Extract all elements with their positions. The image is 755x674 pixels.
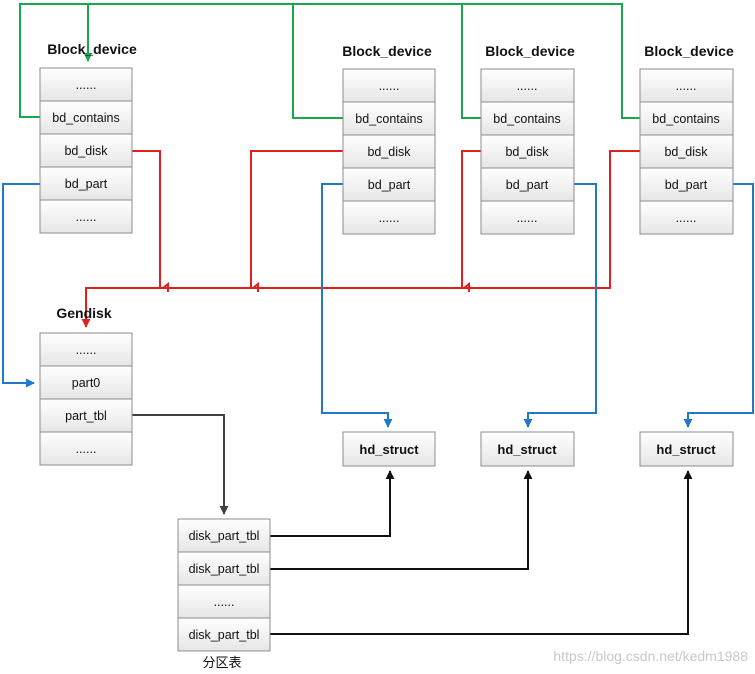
block-device-2: Block_device ...... bd_contains bd_disk … <box>342 43 436 235</box>
field-ellipsis: ...... <box>517 211 538 225</box>
bd-part-links <box>2 183 754 428</box>
field-bd-contains: bd_contains <box>355 112 422 126</box>
bd-contains-links <box>19 3 640 119</box>
field-part0: part0 <box>72 376 101 390</box>
hd-struct-1: hd_struct <box>342 431 436 467</box>
field-ellipsis: ...... <box>676 211 697 225</box>
field-ellipsis: ...... <box>76 343 97 357</box>
field-bd-part: bd_part <box>65 177 108 191</box>
hd-struct-label: hd_struct <box>656 442 716 457</box>
field-ellipsis: ...... <box>379 211 400 225</box>
hd-struct-label: hd_struct <box>497 442 557 457</box>
field-ellipsis: ...... <box>517 79 538 93</box>
block-device-4: Block_device ...... bd_contains bd_disk … <box>639 43 734 235</box>
field-bd-part: bd_part <box>665 178 708 192</box>
field-bd-part: bd_part <box>506 178 549 192</box>
hd-struct-label: hd_struct <box>359 442 419 457</box>
partition-table-caption: 分区表 <box>202 656 241 671</box>
field-bd-part: bd_part <box>368 178 411 192</box>
field-disk-part-tbl: disk_part_tbl <box>189 628 260 642</box>
field-bd-contains: bd_contains <box>493 112 560 126</box>
gendisk-title: Gendisk <box>56 305 111 321</box>
block-device-title: Block_device <box>485 43 575 59</box>
field-ellipsis: ...... <box>76 442 97 456</box>
field-bd-contains: bd_contains <box>652 112 719 126</box>
field-ellipsis: ...... <box>214 595 235 609</box>
block-device-title: Block_device <box>47 41 137 57</box>
field-bd-disk: bd_disk <box>505 145 549 159</box>
field-bd-contains: bd_contains <box>52 111 119 125</box>
hd-struct-3: hd_struct <box>639 431 734 467</box>
field-disk-part-tbl: disk_part_tbl <box>189 562 260 576</box>
field-part-tbl: part_tbl <box>65 409 107 423</box>
block-device-title: Block_device <box>342 43 432 59</box>
field-bd-disk: bd_disk <box>367 145 411 159</box>
field-ellipsis: ...... <box>379 79 400 93</box>
gendisk: Gendisk ...... part0 part_tbl ...... <box>39 305 133 466</box>
field-ellipsis: ...... <box>76 78 97 92</box>
bd-disk-links <box>81 150 640 328</box>
partition-table: disk_part_tbl disk_part_tbl ...... disk_… <box>177 518 271 671</box>
field-disk-part-tbl: disk_part_tbl <box>189 529 260 543</box>
block-device-3: Block_device ...... bd_contains bd_disk … <box>480 43 575 235</box>
block-device-title: Block_device <box>644 43 734 59</box>
field-bd-disk: bd_disk <box>64 144 108 158</box>
field-ellipsis: ...... <box>676 79 697 93</box>
partition-table-links <box>132 414 693 635</box>
hd-struct-2: hd_struct <box>480 431 575 467</box>
field-bd-disk: bd_disk <box>664 145 708 159</box>
field-ellipsis: ...... <box>76 210 97 224</box>
watermark: https://blog.csdn.net/kedm1988 <box>553 648 748 664</box>
block-device-1: Block_device ...... bd_contains bd_disk … <box>39 41 137 234</box>
